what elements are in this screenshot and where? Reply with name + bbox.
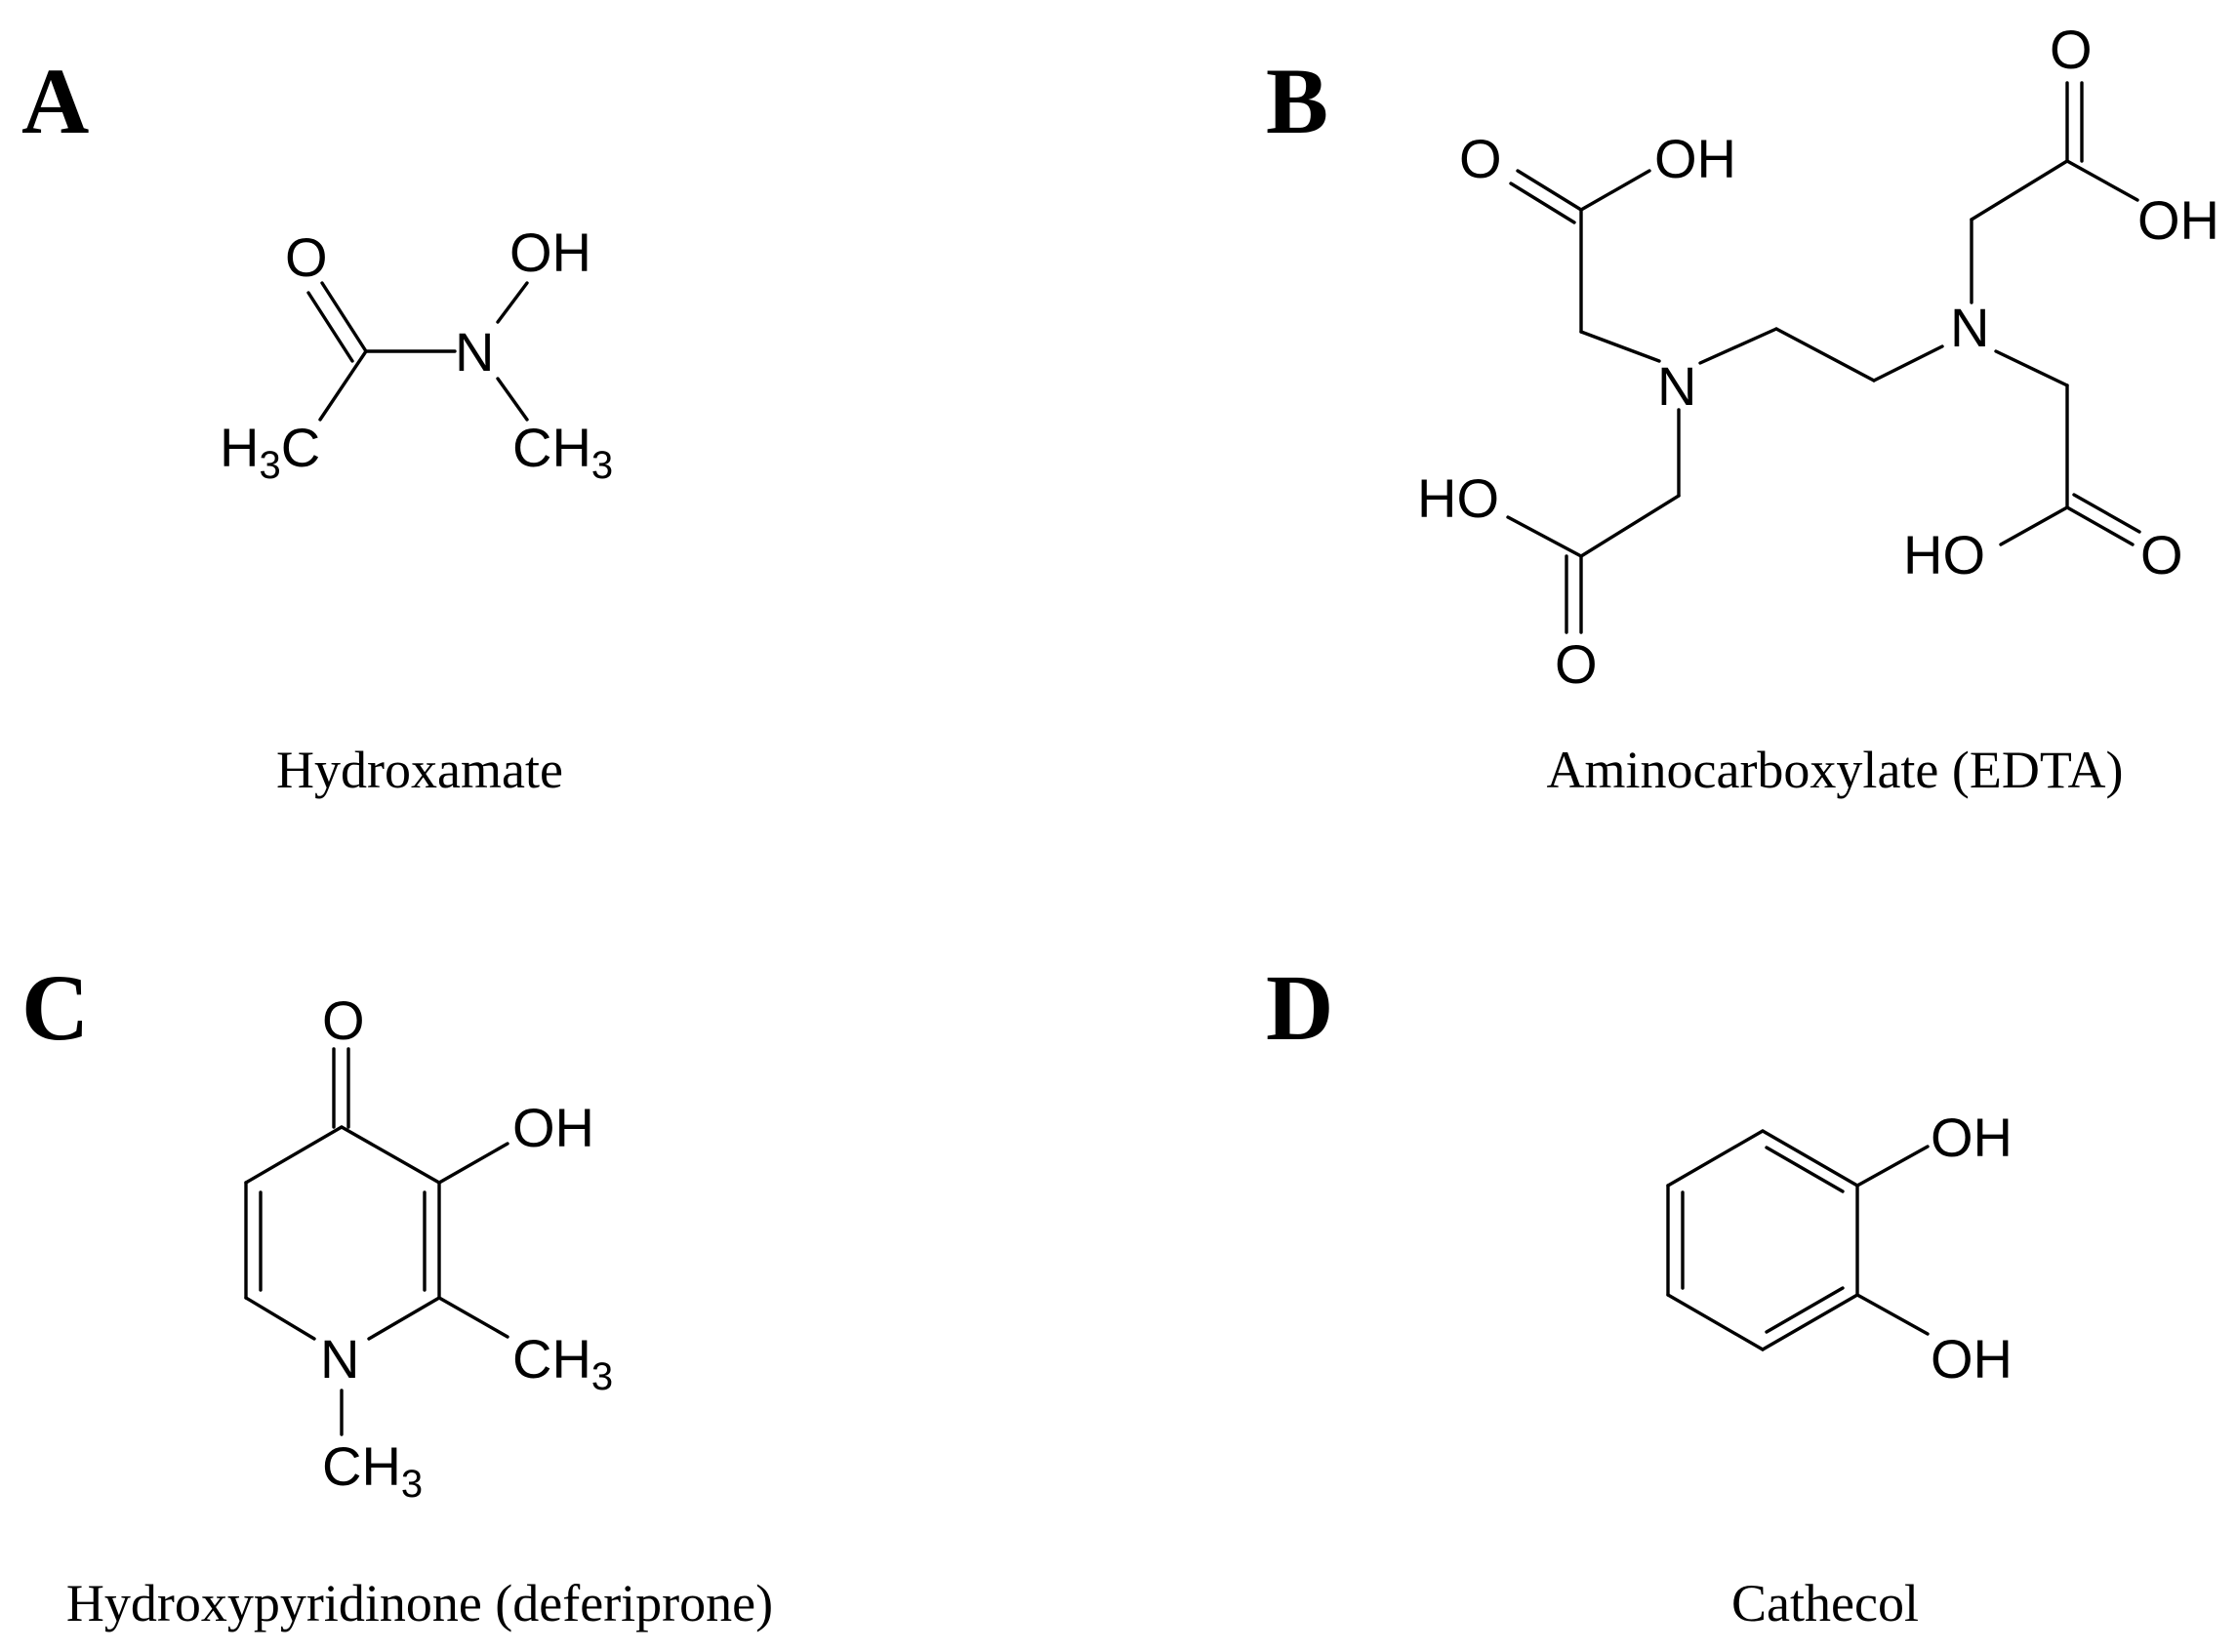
- n-methyl-bond: [496, 377, 529, 422]
- bond-coh-ul: [1579, 169, 1651, 212]
- bond-coh-ll: [1506, 515, 1583, 558]
- atom-ch3-ring: CH3: [512, 1328, 613, 1398]
- atom-n-left: N: [1657, 355, 1696, 417]
- n-oh-bond: [496, 281, 529, 324]
- atom-oh-upper-left: OH: [1654, 128, 1736, 189]
- caption-deferiprone: Hydroxypyridinone (deferiprone): [65, 1574, 774, 1632]
- atom-oh: OH: [509, 222, 591, 283]
- ring-inner-1: [1765, 1146, 1845, 1193]
- panel-label-b: B: [1266, 49, 1329, 153]
- carbonyl-bond-1: [320, 281, 368, 353]
- atom-h3c: H3C: [220, 417, 320, 487]
- panel-label-a: A: [21, 49, 90, 153]
- atom-o-upper-left: O: [1459, 128, 1502, 189]
- bond-c3-oh: [437, 1142, 509, 1185]
- ring-bond-1: [1761, 1129, 1859, 1188]
- deferiprone-structure: O OH N CH3 CH3: [244, 989, 613, 1506]
- ring-bond-c4-c3: [340, 1125, 441, 1185]
- atom-n: N: [455, 321, 494, 383]
- atom-oh-upper: OH: [1931, 1107, 2013, 1168]
- atom-n-right: N: [1950, 297, 1989, 358]
- bond-co-ul-1: [1516, 169, 1583, 212]
- atom-o: O: [322, 989, 365, 1051]
- atom-o-upper-right: O: [2050, 19, 2093, 80]
- caption-cathecol: Cathecol: [1731, 1574, 1919, 1632]
- caption-hydroxamate: Hydroxamate: [276, 741, 563, 799]
- bond-co-ul-2: [1509, 181, 1576, 224]
- atom-ho-lower-left: HO: [1417, 467, 1499, 529]
- bond-oh-upper: [1855, 1145, 1930, 1188]
- bond-ch2-c-lower-left: [1579, 494, 1681, 558]
- bond-n2-ch2-lower: [1994, 349, 2069, 387]
- bond-coh-ur: [2065, 159, 2139, 202]
- atom-ch3-n: CH3: [322, 1435, 423, 1506]
- ring-bond-c5-c4: [244, 1125, 344, 1185]
- caption-edta: Aminocarboxylate (EDTA): [1546, 741, 2124, 799]
- panel-label-c: C: [21, 955, 90, 1060]
- atom-ch3: CH3: [512, 417, 613, 487]
- carbonyl-bond-2: [306, 291, 354, 363]
- cathecol-structure: OH OH: [1666, 1107, 2013, 1390]
- panel-label-d: D: [1266, 955, 1334, 1060]
- atom-oh-lower: OH: [1931, 1328, 2013, 1390]
- ring-inner-2: [1765, 1286, 1845, 1334]
- edta-structure: O OH N HO O O OH N HO O: [1417, 19, 2219, 695]
- atom-n: N: [320, 1328, 359, 1390]
- bond-co-lr-2: [2072, 493, 2141, 534]
- bond-oh-lower: [1855, 1293, 1930, 1336]
- c-methyl-bond: [318, 349, 368, 422]
- ring-bond-c2-n: [367, 1296, 441, 1341]
- ring-bond-3: [1761, 1293, 1859, 1351]
- ring-bond-n-c6: [244, 1296, 316, 1341]
- bond-n1-ch2-upper: [1579, 330, 1661, 363]
- bond-bridge-2: [1774, 327, 1876, 383]
- ring-bond-4: [1666, 1293, 1765, 1351]
- atom-oh-upper-right: OH: [2137, 189, 2219, 251]
- atom-o: O: [285, 226, 328, 288]
- hydroxamate-structure: O OH N H3C CH3: [220, 222, 613, 487]
- bond-co-lr-1: [2065, 505, 2135, 546]
- atom-oh: OH: [512, 1097, 594, 1158]
- bond-ch2-c-upper-right: [1970, 159, 2069, 222]
- atom-ho-lower-right: HO: [1903, 524, 1985, 585]
- ring-bond-6: [1666, 1129, 1765, 1188]
- bond-c2-ch3: [437, 1296, 509, 1339]
- bond-bridge-1: [1698, 327, 1778, 365]
- atom-o-lower-right: O: [2140, 524, 2183, 585]
- bond-bridge-3: [1872, 344, 1944, 383]
- atom-o-lower-left: O: [1555, 633, 1598, 695]
- bond-coh-lr: [1999, 505, 2069, 546]
